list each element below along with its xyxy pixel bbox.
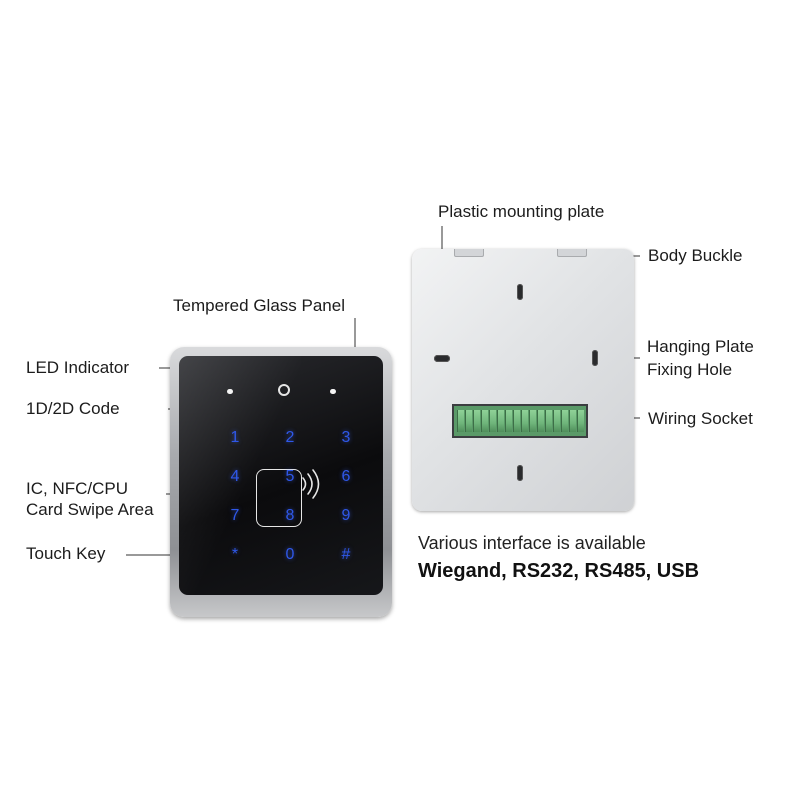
label-code: 1D/2D Code (26, 399, 120, 418)
key-2[interactable]: 2 (285, 429, 295, 446)
fixing-hole-left (434, 355, 450, 362)
label-touch-key: Touch Key (26, 544, 106, 563)
label-card-area-line1: IC, NFC/CPU (26, 479, 128, 498)
key-4[interactable]: 4 (230, 468, 240, 485)
key-star[interactable]: * (231, 546, 239, 563)
key-0[interactable]: 0 (285, 546, 295, 563)
interface-list: Wiegand, RS232, RS485, USB (418, 560, 700, 582)
label-plastic-plate: Plastic mounting plate (438, 202, 605, 221)
body-buckle-left (454, 249, 484, 257)
card-swipe-frame (256, 469, 302, 527)
label-led-indicator: LED Indicator (26, 358, 129, 377)
key-1[interactable]: 1 (230, 429, 240, 446)
mounting-slot-bottom (517, 465, 523, 481)
key-hash[interactable]: # (341, 546, 351, 563)
label-hanging-line1: Hanging Plate (647, 337, 754, 356)
led-indicator-left (227, 389, 233, 394)
key-6[interactable]: 6 (341, 468, 351, 485)
label-tempered-glass: Tempered Glass Panel (173, 296, 345, 315)
wiring-socket (452, 404, 588, 438)
mounting-slot-top (517, 284, 523, 300)
nfc-wave-icon (302, 469, 320, 499)
led-indicator-right (330, 389, 336, 394)
label-hanging-line2: Fixing Hole (647, 360, 733, 379)
access-reader-front: 1 2 3 4 5 6 7 8 9 * 0 # (170, 347, 392, 617)
access-reader-back (412, 249, 634, 511)
code-scanner-camera (278, 384, 290, 396)
key-7[interactable]: 7 (230, 507, 240, 524)
key-5[interactable]: 5 (285, 468, 295, 485)
body-buckle-right (557, 249, 587, 257)
label-wiring-socket: Wiring Socket (648, 409, 753, 428)
key-8[interactable]: 8 (285, 507, 295, 524)
key-3[interactable]: 3 (341, 429, 351, 446)
tempered-glass-panel: 1 2 3 4 5 6 7 8 9 * 0 # (179, 356, 383, 595)
interface-caption: Various interface is available (418, 533, 646, 553)
fixing-hole-right (592, 350, 598, 366)
label-card-area-line2: Card Swipe Area (26, 500, 154, 519)
label-body-buckle: Body Buckle (648, 246, 743, 265)
key-9[interactable]: 9 (341, 507, 351, 524)
